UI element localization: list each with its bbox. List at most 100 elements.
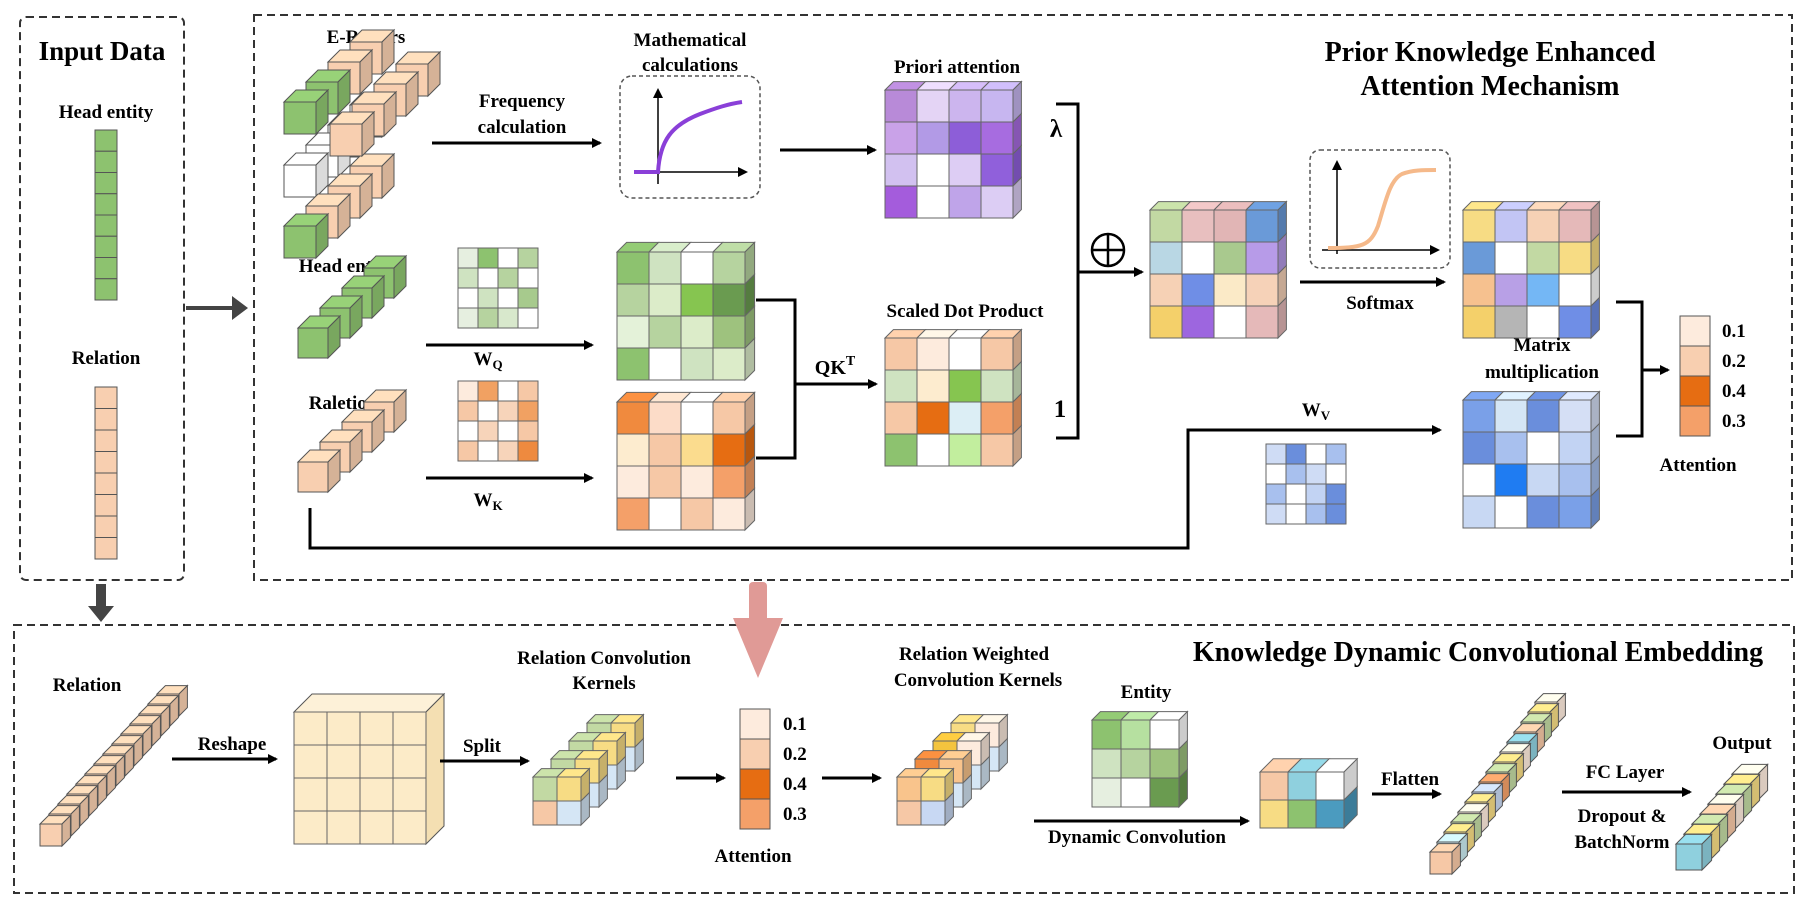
kernel-cell-cell: [556, 776, 582, 802]
k-cell-cell: [712, 465, 746, 499]
scaled-dot-product-label: Scaled Dot Product: [887, 301, 1045, 322]
head-entity-cell: [94, 278, 118, 301]
attention-weight-value: 0.4: [1722, 381, 1746, 402]
k-cell-cell: [616, 497, 650, 531]
reshaped-cell: [359, 777, 394, 812]
summed-cell-cell: [1149, 241, 1183, 275]
softmax-out-cell-cell: [1462, 241, 1496, 275]
relation-vector: [94, 386, 118, 560]
priori-cell-cell: [884, 121, 918, 155]
weighted-kernels-line2: Convolution Kernels: [894, 670, 1062, 691]
entity-cell-cell: [1091, 748, 1122, 779]
reshaped-cell: [392, 711, 427, 746]
reshaped-cube: [292, 692, 446, 846]
relation-cell: [94, 515, 118, 538]
softmax-out-cell-cell: [1494, 241, 1528, 275]
wq-label: WQ: [473, 349, 502, 372]
summed-cell-cell: [1181, 209, 1215, 243]
v-cell-cell: [1526, 399, 1560, 433]
scaled-cell-cell: [980, 433, 1014, 467]
scaled-cell-cell: [884, 401, 918, 435]
v-cell-cell: [1526, 431, 1560, 465]
scaled-cell-cell: [980, 401, 1014, 435]
priori-cell-cell: [884, 185, 918, 219]
relation-cell: [94, 537, 118, 560]
entity-cell-cell: [1091, 719, 1122, 750]
attention-weight-cell: [1679, 315, 1711, 347]
k-cell-cell: [680, 433, 714, 467]
reshaped-cell: [293, 711, 328, 746]
priori-cell-cell: [948, 153, 982, 187]
qk-bracket: [756, 298, 870, 460]
summed-cell-cell: [1245, 305, 1279, 339]
scaled-cell-cell: [948, 337, 982, 371]
wq-cell: [457, 247, 479, 269]
reshaped-cell: [293, 744, 328, 779]
summed-cell-cell: [1181, 241, 1215, 275]
relation-cell: [94, 408, 118, 431]
wv-cell: [1305, 443, 1327, 465]
wk-cell: [477, 440, 499, 462]
attention-weight-value: 0.4: [783, 774, 807, 795]
v-cell-cell: [1462, 495, 1496, 529]
wk-cell: [517, 440, 539, 462]
q-cell-cell: [648, 283, 682, 317]
weighted-kernel-cell-cell: [920, 800, 946, 826]
softmax-out-cell-cell: [1462, 305, 1496, 339]
head-entity-cell: [94, 214, 118, 237]
k-cell-cell: [616, 433, 650, 467]
q-cell-cell: [680, 347, 714, 381]
attention-weight-cell: [1679, 345, 1711, 377]
entity-cell-cell: [1149, 719, 1180, 750]
conv-kernels-line1: Relation Convolution: [517, 648, 691, 669]
softmax-out-cell-cell: [1462, 273, 1496, 307]
reshaped-cell: [359, 810, 394, 845]
conv-panel-title: Knowledge Dynamic Convolutional Embeddin…: [1193, 637, 1763, 668]
reshaped-cell: [326, 810, 361, 845]
priori-attention-label: Priori attention: [894, 57, 1021, 78]
head-entity-cell: [94, 150, 118, 173]
softmax-out-cell-cell: [1558, 209, 1592, 243]
priori-attention-matrix: [883, 80, 1023, 220]
er-pair-cube: [283, 164, 317, 198]
head-entity-cell: [94, 129, 118, 152]
wk-cell: [517, 380, 539, 402]
conv-out-cell-cell: [1287, 771, 1317, 801]
wv-cell: [1285, 483, 1307, 505]
priori-cell-cell: [916, 121, 950, 155]
head-entity-vector: [94, 129, 118, 301]
frequency-calculation-line1: Frequency: [479, 91, 566, 112]
wk-cell: [517, 420, 539, 442]
flatten-label: Flatten: [1381, 769, 1439, 790]
v-cell-cell: [1462, 431, 1496, 465]
entity-matrix: [1090, 710, 1189, 809]
priori-cell-cell: [980, 121, 1014, 155]
attention-weight-cell: [1679, 375, 1711, 407]
convolutional-embedding-panel: [13, 624, 1795, 894]
scaled-cell-cell: [884, 369, 918, 403]
head-entity-cube: [297, 327, 329, 359]
priori-cell-cell: [916, 89, 950, 123]
conv-out-cell-cell: [1259, 799, 1289, 829]
attention-weight-cell: [739, 798, 771, 830]
wv-weight-matrix: [1265, 443, 1347, 525]
v-cell-cell: [1558, 399, 1592, 433]
softmax-out-cell-cell: [1526, 209, 1560, 243]
scaled-cell-cell: [948, 401, 982, 435]
wq-cell: [477, 247, 499, 269]
q-cell-cell: [616, 347, 650, 381]
relation-diag-cube: [39, 823, 63, 847]
wv-cell: [1285, 503, 1307, 525]
input-data-title: Input Data: [39, 36, 166, 66]
softmax-out-cell-cell: [1494, 209, 1528, 243]
wv-cell: [1305, 503, 1327, 525]
q-cell-cell: [616, 283, 650, 317]
input-to-attention-arrow: [186, 296, 248, 320]
attention-weight-value: 0.2: [783, 744, 807, 765]
entity-cell-cell: [1149, 748, 1180, 779]
output-label: Output: [1712, 733, 1772, 754]
attention-weight-value: 0.1: [783, 714, 807, 735]
head-entity-cubes: [296, 254, 408, 360]
input-relation-label: Relation: [72, 348, 141, 369]
wq-cell: [517, 267, 539, 289]
